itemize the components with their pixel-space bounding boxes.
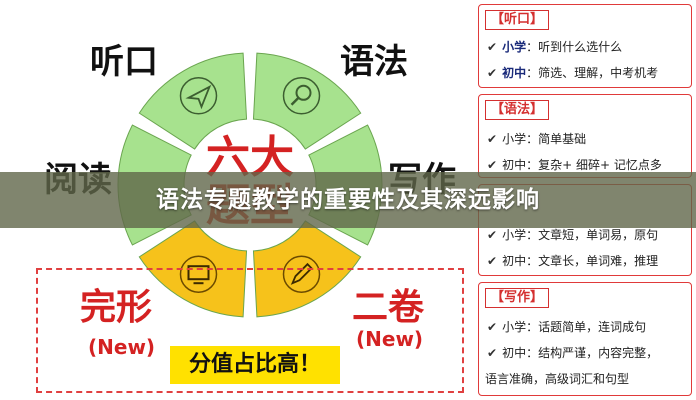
monitor-icon [179, 255, 218, 293]
row-level: 小学 [502, 132, 527, 146]
row-text: ：话题简单，连词成句 [526, 320, 647, 334]
card-yufa: 【语法】 ✔ 小学：简单基础 ✔ 初中：复杂+ 细碎+ 记忆点多 [478, 94, 692, 178]
card-row: ✔ 初中：结构严谨，内容完整， [487, 345, 687, 361]
card-row: ✔ 小学：话题简单，连词成句 [487, 319, 687, 335]
label-yufa: 语法 [340, 42, 408, 82]
row-level: 初中 [502, 158, 527, 172]
score-note: 分值占比高！ [188, 352, 321, 377]
magnifier-icon [282, 77, 321, 115]
card-row: ✔ 小学：听到什么选什么 [487, 39, 687, 55]
row-text: ：复杂+ 细碎+ 记忆点多 [526, 158, 662, 172]
label-erjuan-new: (New) [356, 327, 424, 351]
card-row: ✔ 初中：复杂+ 细碎+ 记忆点多 [487, 157, 687, 173]
card-title: 【写作】 [485, 288, 550, 308]
segment-tingkou [138, 52, 248, 150]
send-icon [179, 77, 218, 115]
check-icon: ✔ [487, 254, 498, 268]
check-icon: ✔ [487, 346, 498, 360]
check-icon: ✔ [487, 158, 498, 172]
card-row: ✔ 初中：文章长，单词难，推理 [487, 253, 687, 269]
row-level: 小学 [502, 40, 527, 54]
card-title: 【语法】 [485, 100, 550, 120]
new-question-types-box [36, 268, 464, 393]
row-level: 初中 [502, 66, 527, 80]
row-text: ：文章短，单词易，原句 [526, 228, 659, 242]
check-icon: ✔ [487, 66, 498, 80]
row-text: ：结构严谨，内容完整， [526, 346, 659, 360]
card-row-continuation: 语言准确，高级词汇和句型 [485, 372, 630, 386]
row-level: 初中 [502, 346, 527, 360]
row-text: ：听到什么选什么 [526, 40, 623, 54]
title-banner: 语法专题教学的重要性及其深远影响 [0, 172, 696, 228]
row-text: ：筛选、理解，中考机考 [526, 66, 659, 80]
card-title: 【听口】 [485, 10, 550, 30]
pencil-icon [282, 255, 321, 293]
card-xiezuo: 【写作】 ✔ 小学：话题简单，连词成句 ✔ 初中：结构严谨，内容完整， 语言准确，高… [478, 282, 692, 396]
row-level: 小学 [502, 228, 527, 242]
check-icon: ✔ [487, 320, 498, 334]
check-icon: ✔ [487, 40, 498, 54]
segment-yufa [252, 52, 362, 150]
score-highlight: 分值占比高！ [170, 346, 340, 384]
row-text: ：文章长，单词难，推理 [526, 254, 659, 268]
row-level: 小学 [502, 320, 527, 334]
check-icon: ✔ [487, 132, 498, 146]
row-level: 初中 [502, 254, 527, 268]
label-tingkou: 听口 [90, 42, 158, 82]
card-row: ✔ 小学：简单基础 [487, 131, 687, 147]
card-row: ✔ 小学：文章短，单词易，原句 [487, 227, 687, 243]
banner-title: 语法专题教学的重要性及其深远影响 [156, 187, 540, 213]
label-wanxing-new: (New) [88, 335, 156, 359]
label-wanxing: 完形 [80, 287, 153, 328]
label-erjuan: 二卷 [352, 287, 425, 328]
row-text: ：简单基础 [526, 132, 587, 146]
card-tingkou: 【听口】 ✔ 小学：听到什么选什么 ✔ 初中：筛选、理解，中考机考 [478, 4, 692, 88]
card-row: ✔ 初中：筛选、理解，中考机考 [487, 65, 687, 81]
check-icon: ✔ [487, 228, 498, 242]
